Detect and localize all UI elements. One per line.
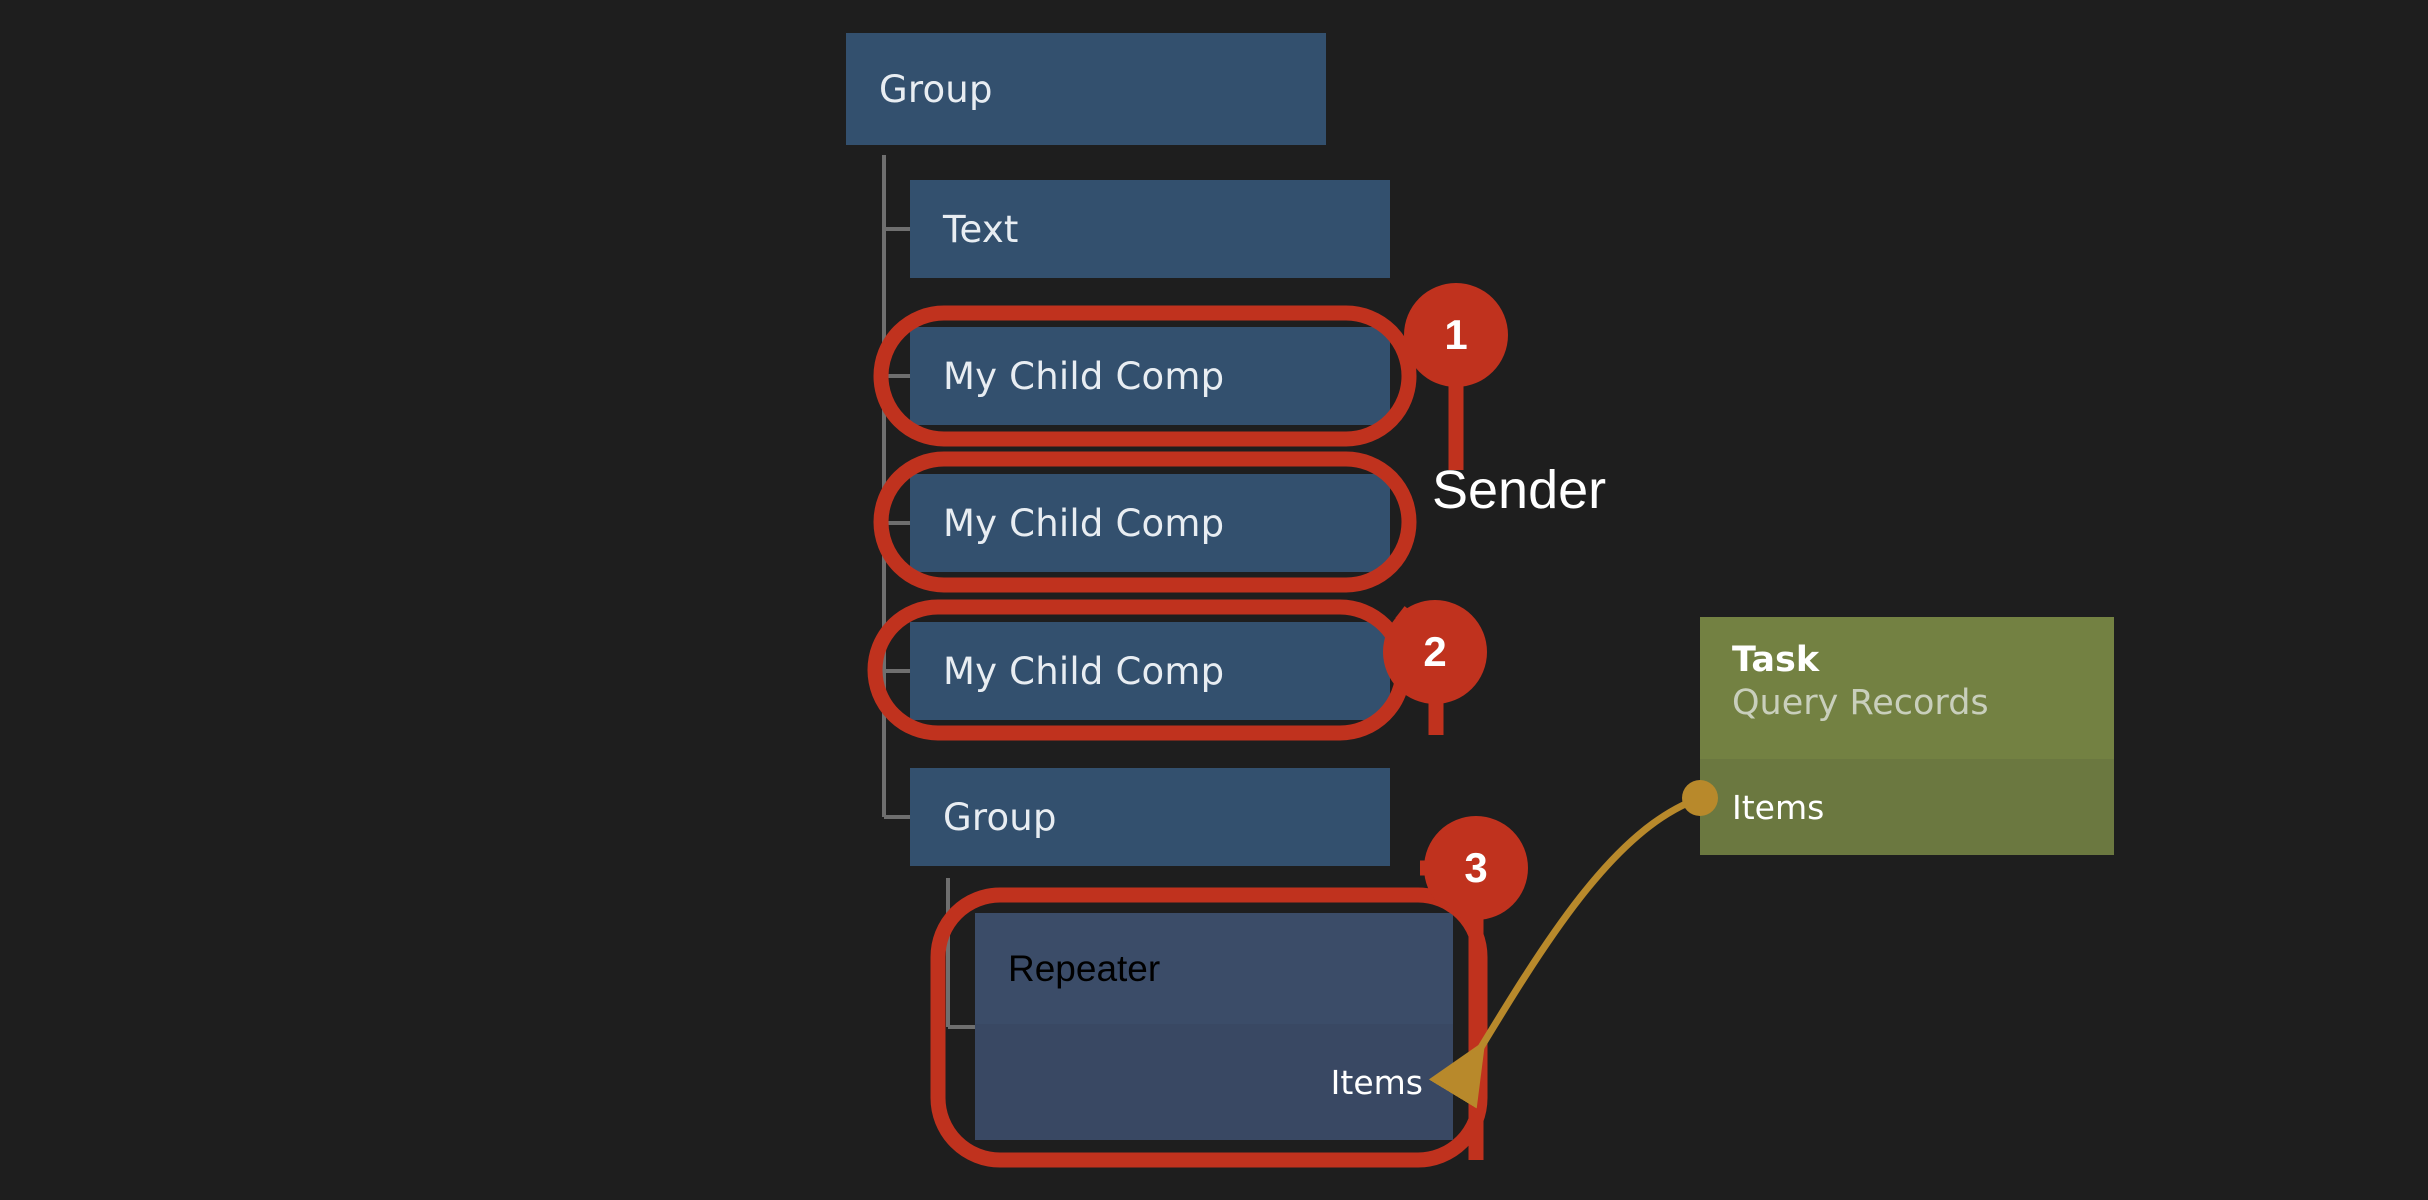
task-items-port-label: Items — [1732, 787, 1825, 827]
tree-node-repeater[interactable]: Repeater Items — [975, 913, 1453, 1140]
tree-node-label: Group — [879, 67, 993, 111]
repeater-label: Repeater — [1008, 947, 1161, 989]
repeater-header: Repeater — [975, 913, 1453, 1024]
task-card[interactable]: Task Query Records Items — [1700, 617, 2114, 855]
tree-node-text[interactable]: Text — [910, 180, 1390, 278]
tree-node-group-nested[interactable]: Group — [910, 768, 1390, 866]
annotation-badge-2[interactable]: 2 — [1383, 600, 1487, 704]
task-card-subtitle: Query Records — [1732, 683, 1989, 723]
tree-node-label: Group — [943, 795, 1057, 839]
annotation-badge-3-label: 3 — [1464, 844, 1488, 891]
sender-caption: Sender — [1432, 460, 1607, 520]
repeater-items-port-label: Items — [1330, 1062, 1423, 1102]
annotation-badge-1[interactable]: 1 — [1404, 283, 1508, 387]
annotation-badge-1-label: 1 — [1444, 311, 1468, 358]
task-card-title: Task — [1732, 640, 1820, 680]
repeater-items-port[interactable]: Items — [975, 1024, 1453, 1140]
tree-node-my-child-comp-3[interactable]: My Child Comp — [910, 622, 1390, 720]
annotation-badge-3[interactable]: 3 — [1424, 816, 1528, 920]
tree-node-my-child-comp-2[interactable]: My Child Comp — [910, 474, 1390, 572]
tree-node-group-root[interactable]: Group — [846, 33, 1326, 145]
tree-node-label: My Child Comp — [943, 501, 1225, 545]
tree-node-label: My Child Comp — [943, 649, 1225, 693]
annotation-badge-2-label: 2 — [1423, 628, 1447, 675]
tree-node-my-child-comp-1[interactable]: My Child Comp — [910, 327, 1390, 425]
task-card-header: Task Query Records — [1700, 617, 2114, 759]
tree-node-label: My Child Comp — [943, 354, 1225, 398]
task-items-port[interactable]: Items — [1700, 759, 2114, 855]
tree-node-label: Text — [943, 207, 1019, 251]
